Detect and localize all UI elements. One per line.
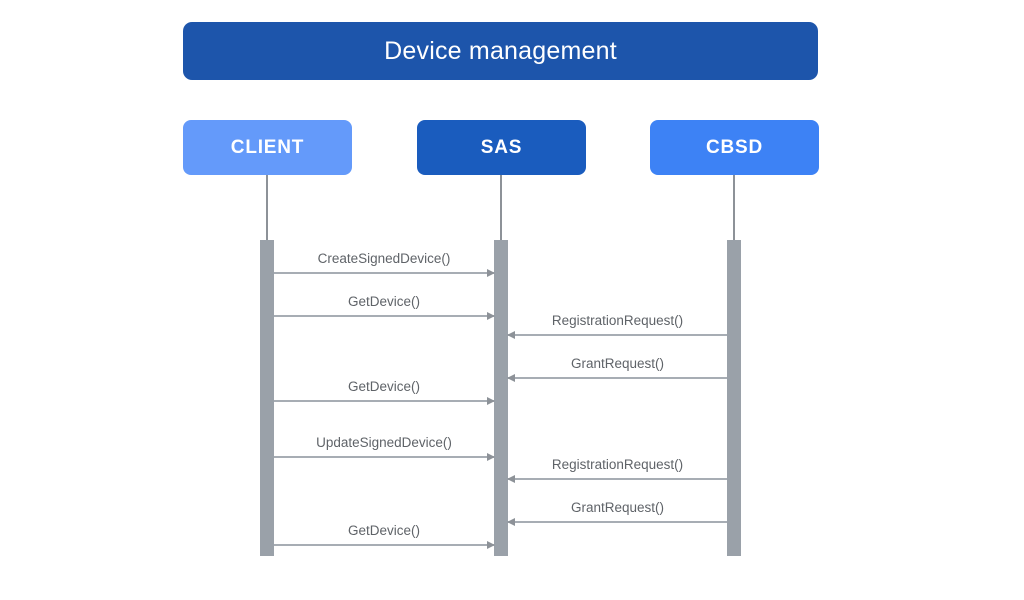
message-arrow[interactable]: GrantRequest() [507,356,727,382]
message-label: GrantRequest() [570,356,665,372]
message-line [508,521,727,523]
message-arrow[interactable]: GetDevice() [274,523,495,549]
message-line [508,334,727,336]
participant-cbsd[interactable]: CBSD [650,120,819,175]
arrowhead-left-icon [507,517,515,526]
arrowhead-left-icon [507,474,515,483]
message-label: RegistrationRequest() [551,457,684,473]
message-label: GetDevice() [347,379,420,395]
message-arrow[interactable]: RegistrationRequest() [507,457,727,483]
participant-label-client: CLIENT [230,137,305,158]
arrowhead-left-icon [507,330,515,339]
message-line [274,456,494,458]
message-line [274,544,494,546]
participant-label-cbsd: CBSD [705,137,764,158]
diagram-title-banner: Device management [183,22,818,80]
message-arrow[interactable]: RegistrationRequest() [507,313,727,339]
message-line [274,315,494,317]
message-arrow[interactable]: UpdateSignedDevice() [274,435,495,461]
message-line [508,478,727,480]
activation-bar-sas [494,240,508,556]
arrowhead-right-icon [487,396,495,405]
activation-bar-client [260,240,274,556]
message-arrow[interactable]: GetDevice() [274,294,495,320]
activation-bar-cbsd [727,240,741,556]
page-title: Device management [384,36,617,65]
message-label: RegistrationRequest() [551,313,684,329]
participant-sas[interactable]: SAS [417,120,586,175]
participant-label-sas: SAS [480,137,523,158]
message-line [274,400,494,402]
arrowhead-right-icon [487,268,495,277]
message-label: GetDevice() [347,523,420,539]
message-line [274,272,494,274]
arrowhead-right-icon [487,540,495,549]
arrowhead-right-icon [487,311,495,320]
message-arrow[interactable]: GetDevice() [274,379,495,405]
message-label: CreateSignedDevice() [317,251,451,267]
arrowhead-left-icon [507,373,515,382]
arrowhead-right-icon [487,452,495,461]
message-arrow[interactable]: GrantRequest() [507,500,727,526]
message-arrow[interactable]: CreateSignedDevice() [274,251,495,277]
message-line [508,377,727,379]
message-label: GrantRequest() [570,500,665,516]
message-label: UpdateSignedDevice() [316,435,452,451]
participant-client[interactable]: CLIENT [183,120,352,175]
message-label: GetDevice() [347,294,420,310]
